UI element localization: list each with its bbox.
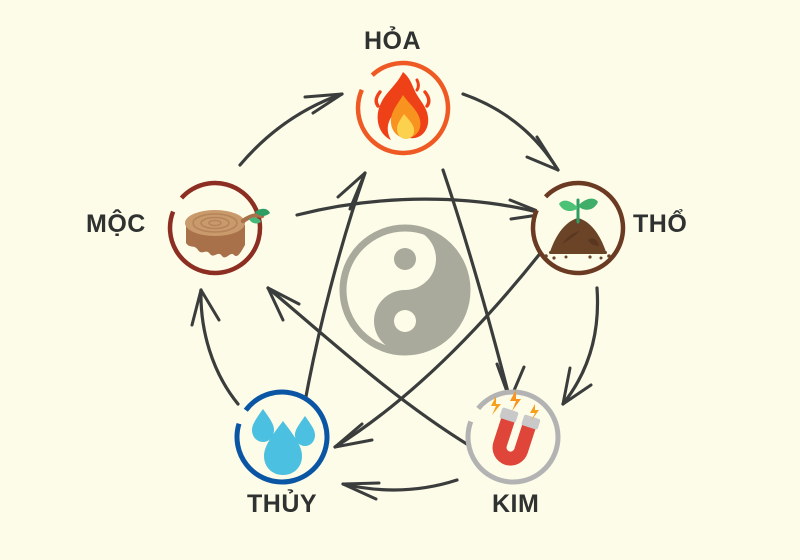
water-drops-icon	[252, 409, 315, 475]
node-moc[interactable]	[154, 167, 277, 290]
label-kim: KIM	[492, 490, 540, 518]
arrow-thuy-to-hoa	[303, 171, 367, 404]
arrow-moc-to-hoa	[238, 92, 344, 167]
yin-yang-icon	[339, 224, 471, 356]
tree-stump-icon	[185, 208, 270, 258]
label-thuy: THỦY	[247, 490, 318, 518]
arrow-tho-to-thuy	[333, 244, 548, 449]
label-moc: MỘC	[86, 210, 146, 238]
arrow-kim-to-thuy	[341, 478, 459, 501]
arrow-tho-to-kim	[561, 286, 600, 406]
label-tho: THỔ	[633, 210, 688, 238]
kim-ring	[465, 389, 561, 485]
fire-icon	[374, 72, 431, 140]
magnet-sparks-icon	[491, 390, 539, 421]
arrow-kim-to-moc	[266, 286, 472, 448]
node-tho[interactable]	[517, 167, 639, 289]
magnet-icon	[492, 407, 541, 466]
arrow-moc-to-tho	[295, 197, 547, 221]
label-hoa: HỎA	[364, 27, 422, 55]
node-thuy[interactable]	[219, 374, 345, 500]
node-kim[interactable]	[450, 374, 575, 499]
arrow-thuy-to-moc	[190, 288, 240, 406]
soil-sprout-icon	[544, 198, 611, 260]
generating-cycle-arrows	[190, 92, 600, 501]
node-hoa[interactable]	[343, 48, 463, 168]
arrow-hoa-to-tho	[461, 92, 560, 172]
